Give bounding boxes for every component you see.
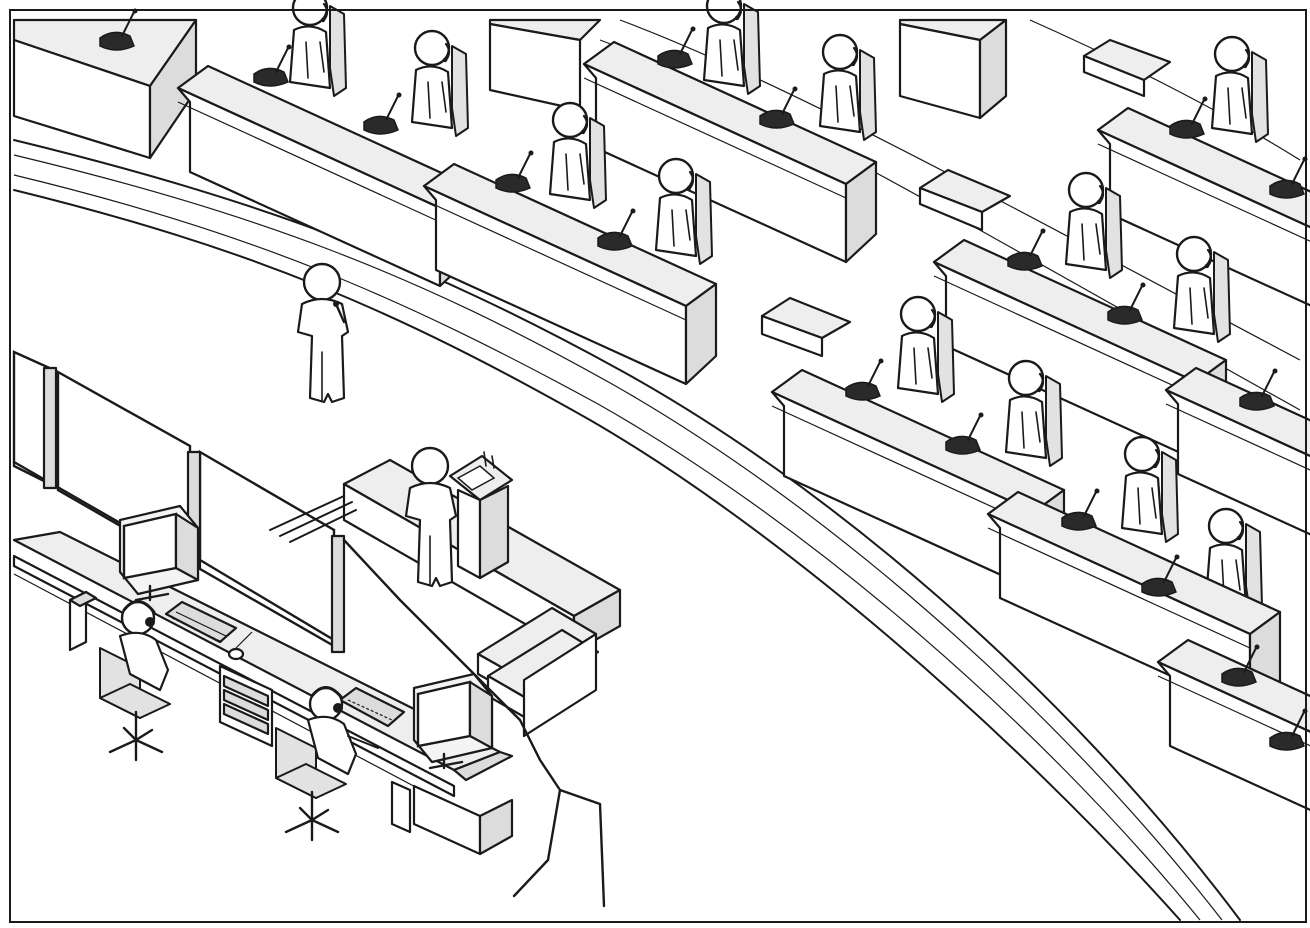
control-booth xyxy=(12,350,606,908)
operator-monitor xyxy=(118,504,200,602)
microphone-unit xyxy=(1107,281,1147,325)
microphone-unit xyxy=(845,357,885,401)
microphone-unit xyxy=(945,411,985,455)
delegate xyxy=(702,0,762,96)
microphone-unit xyxy=(759,85,799,129)
delegate xyxy=(1210,35,1270,144)
microphone-unit xyxy=(1061,487,1101,531)
microphone-unit xyxy=(1169,95,1209,139)
microphone-unit xyxy=(597,207,637,251)
keyboard xyxy=(338,686,406,728)
microphone-unit xyxy=(495,149,535,193)
presenter-at-lectern xyxy=(404,446,458,588)
microphone-unit xyxy=(253,43,293,87)
microphone-unit xyxy=(1239,367,1279,411)
speaker-with-handheld-mic xyxy=(296,262,350,404)
equipment-rack xyxy=(218,664,274,748)
delegate xyxy=(288,0,348,98)
delegate xyxy=(818,33,878,142)
operator-with-headphones xyxy=(274,686,379,842)
delegate xyxy=(1120,435,1180,544)
back-tier-desks xyxy=(12,7,1008,160)
lectern xyxy=(448,451,514,580)
hall-floor-arcs xyxy=(13,19,1301,921)
image-border xyxy=(9,9,1307,923)
operator-with-headphones xyxy=(98,600,172,762)
desk-pedestal xyxy=(390,780,514,856)
delegate xyxy=(410,29,470,138)
mouse xyxy=(227,631,253,661)
microphone-unit xyxy=(657,25,697,69)
keyboard xyxy=(164,600,238,644)
microphone-unit xyxy=(363,91,403,135)
